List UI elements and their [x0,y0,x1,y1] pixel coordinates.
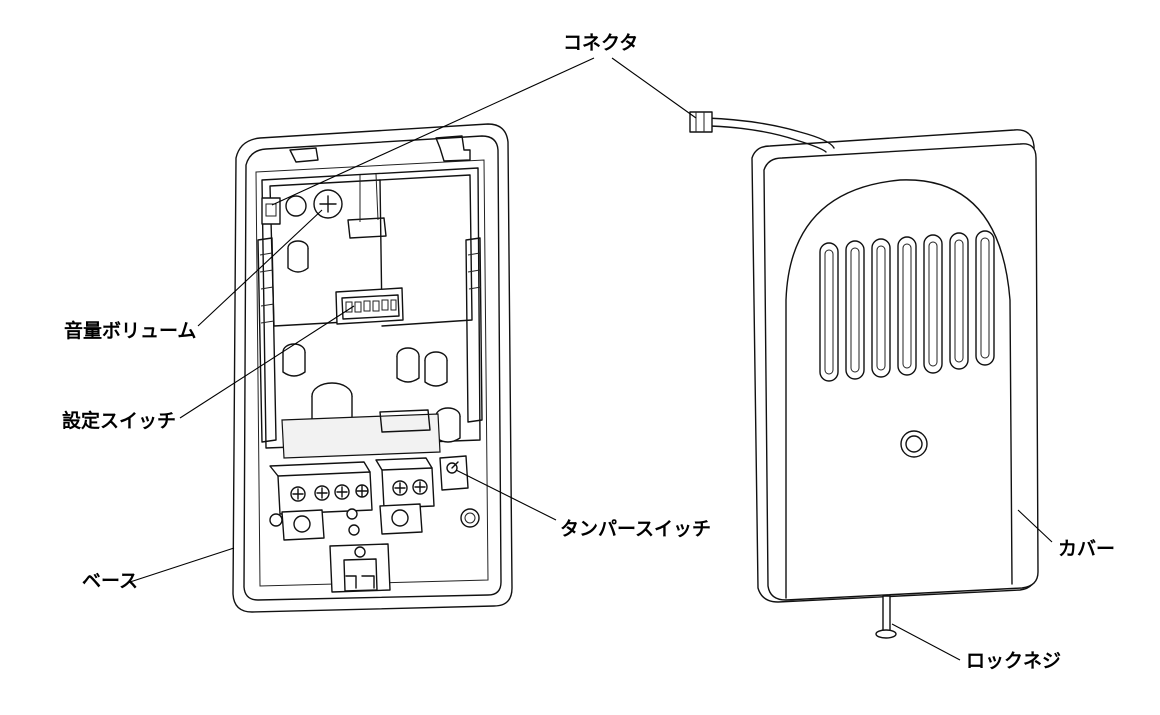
base-unit [232,123,513,613]
label-tamper-switch: タンパースイッチ [560,518,712,540]
label-volume: 音量ボリューム [64,320,197,342]
label-connector: コネクタ [563,32,639,54]
label-setting-switch: 設定スイッチ [62,410,177,432]
cover-unit [689,111,1039,639]
label-base: ベース [82,570,139,592]
leader-lines [129,57,1053,661]
label-cover: カバー [1058,538,1116,560]
label-lock-screw: ロックネジ [966,650,1062,672]
cover-vent-slots [819,230,995,382]
